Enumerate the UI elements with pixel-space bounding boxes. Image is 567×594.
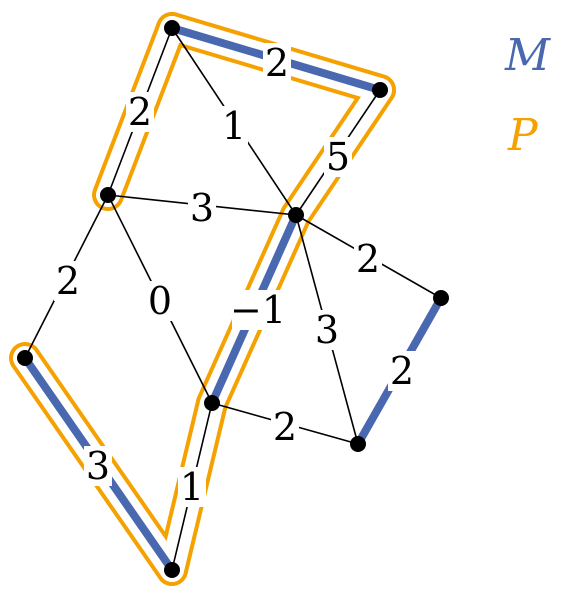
edge-label-bg [146, 281, 174, 321]
edge-label-bg [263, 43, 291, 83]
edge-label-bg [354, 239, 382, 279]
edge-label-g-h: 2 [271, 405, 299, 449]
edge-weight: 1 [180, 465, 204, 509]
edge-label-e-g: −1 [230, 288, 286, 332]
edge-weight: 2 [56, 259, 80, 303]
vertex-d [17, 350, 33, 366]
edge-label-a-e: 1 [220, 104, 248, 148]
edge-label-bg [388, 351, 416, 391]
legend-path-label: P [507, 110, 539, 161]
edge-label-c-g: 0 [146, 279, 174, 323]
edge-weight: 2 [273, 405, 297, 449]
edge-label-bg [220, 106, 248, 146]
vertex-f [433, 290, 449, 306]
vertices-layer [17, 20, 449, 578]
vertex-i [164, 562, 180, 578]
edge-weight: 5 [326, 135, 350, 179]
vertex-g [204, 395, 220, 411]
vertex-b [372, 82, 388, 98]
edge-label-g-i: 1 [178, 465, 206, 509]
edge-weight: 2 [128, 90, 152, 134]
edge-label-bg [178, 467, 206, 507]
edge-weight: 2 [356, 237, 380, 281]
edge-label-bg [126, 92, 154, 132]
edge-weight: 2 [265, 41, 289, 85]
edge-label-e-h: 3 [313, 308, 341, 352]
edge-label-bg [232, 290, 284, 330]
vertex-a [164, 20, 180, 36]
vertex-e [288, 207, 304, 223]
legend-matching-label: M [504, 30, 551, 81]
edge-weight: 3 [190, 186, 214, 230]
edge-label-a-c: 2 [126, 90, 154, 134]
edge-label-bg [271, 407, 299, 447]
edge-label-bg [188, 188, 216, 228]
vertex-h [350, 436, 366, 452]
edge-label-bg [84, 446, 112, 486]
vertex-c [100, 187, 116, 203]
edge-label-bg [313, 310, 341, 350]
edge-label-c-d: 2 [54, 259, 82, 303]
edge-weight: 0 [148, 279, 172, 323]
edge-weight: 3 [315, 308, 339, 352]
edge-label-e-f: 2 [354, 237, 382, 281]
edge-label-a-b: 2 [263, 41, 291, 85]
edge-weight: 2 [390, 349, 414, 393]
edge-label-c-e: 3 [188, 186, 216, 230]
edge-weight: −1 [230, 288, 286, 332]
legend: M P [504, 30, 551, 161]
edge-label-bg [324, 137, 352, 177]
edge-weight: 1 [222, 104, 246, 148]
edge-label-d-i: 3 [84, 444, 112, 488]
edge-label-b-e: 5 [324, 135, 352, 179]
edge-label-f-h: 2 [388, 349, 416, 393]
edge-label-bg [54, 261, 82, 301]
edge-weight: 3 [86, 444, 110, 488]
